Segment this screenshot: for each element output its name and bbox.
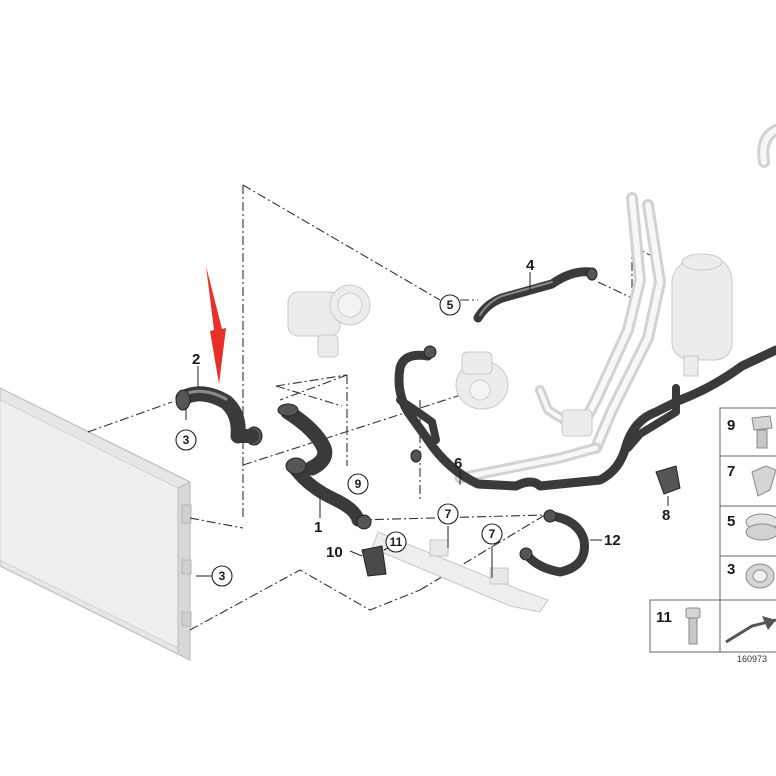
callout-7a: 7 [445, 507, 452, 521]
leader-lines [185, 272, 669, 578]
connection-lines [87, 184, 656, 631]
callout-labels: 2 1 4 6 8 10 12 3 3 5 9 11 7 7 [175, 257, 670, 587]
callout-3a: 3 [183, 433, 190, 447]
expansion-tank [671, 253, 733, 377]
legend-number-9: 9 [727, 417, 735, 434]
legend-row-9: 9 [727, 415, 773, 449]
callout-11-ring [385, 531, 407, 553]
legend-row-11: 11 [656, 607, 776, 645]
callout-7b: 7 [489, 527, 496, 541]
bracket-8 [655, 465, 681, 495]
red-arrow-icon [206, 266, 226, 384]
callout-5: 5 [447, 298, 454, 312]
radiator [0, 387, 192, 661]
callout-11: 11 [390, 535, 403, 549]
callout-2: 2 [192, 351, 200, 368]
callout-9-ring [347, 473, 369, 495]
callout-1: 1 [314, 519, 322, 536]
coolant-hoses [175, 267, 776, 577]
callout-9: 9 [355, 477, 362, 491]
legend-number-3: 3 [727, 561, 735, 578]
callout-8: 8 [662, 507, 670, 524]
hose-1 [277, 403, 372, 530]
water-pump [455, 351, 509, 410]
hose-12 [519, 509, 589, 577]
callout-12: 12 [604, 532, 621, 549]
callout-6: 6 [454, 455, 462, 472]
legend-row-3: 3 [727, 561, 775, 589]
callout-3b: 3 [219, 569, 226, 583]
callout-7a-ring [437, 503, 459, 525]
parts-legend: 9 7 5 3 11 [649, 407, 776, 664]
sleeve-icon [745, 513, 776, 541]
callout-3a-ring [175, 429, 197, 451]
legend-row-7: 7 [727, 463, 776, 497]
bolt-icon [751, 415, 773, 449]
reference-code: 160973 [737, 654, 767, 664]
clip-10 [361, 545, 387, 577]
legend-row-5: 5 [727, 513, 776, 541]
callout-4: 4 [526, 257, 535, 274]
screw-icon [685, 607, 701, 645]
hose-2 [175, 386, 263, 446]
legend-number-11: 11 [656, 609, 672, 626]
hose-6 [394, 345, 776, 491]
angle-arrow-icon [725, 616, 776, 644]
callout-7b-ring [481, 523, 503, 545]
callout-10: 10 [326, 544, 343, 561]
legend-number-7: 7 [727, 463, 735, 480]
callout-5-ring [439, 294, 461, 316]
hose-4 [473, 267, 598, 323]
ghosted-parts [287, 124, 776, 613]
thermostat-housing [287, 284, 371, 358]
clamp-icon [751, 465, 776, 497]
hose-connector-icon [745, 563, 775, 589]
callout-3b-ring [211, 565, 233, 587]
mounting-bracket [371, 531, 549, 613]
legend-number-5: 5 [727, 513, 735, 530]
